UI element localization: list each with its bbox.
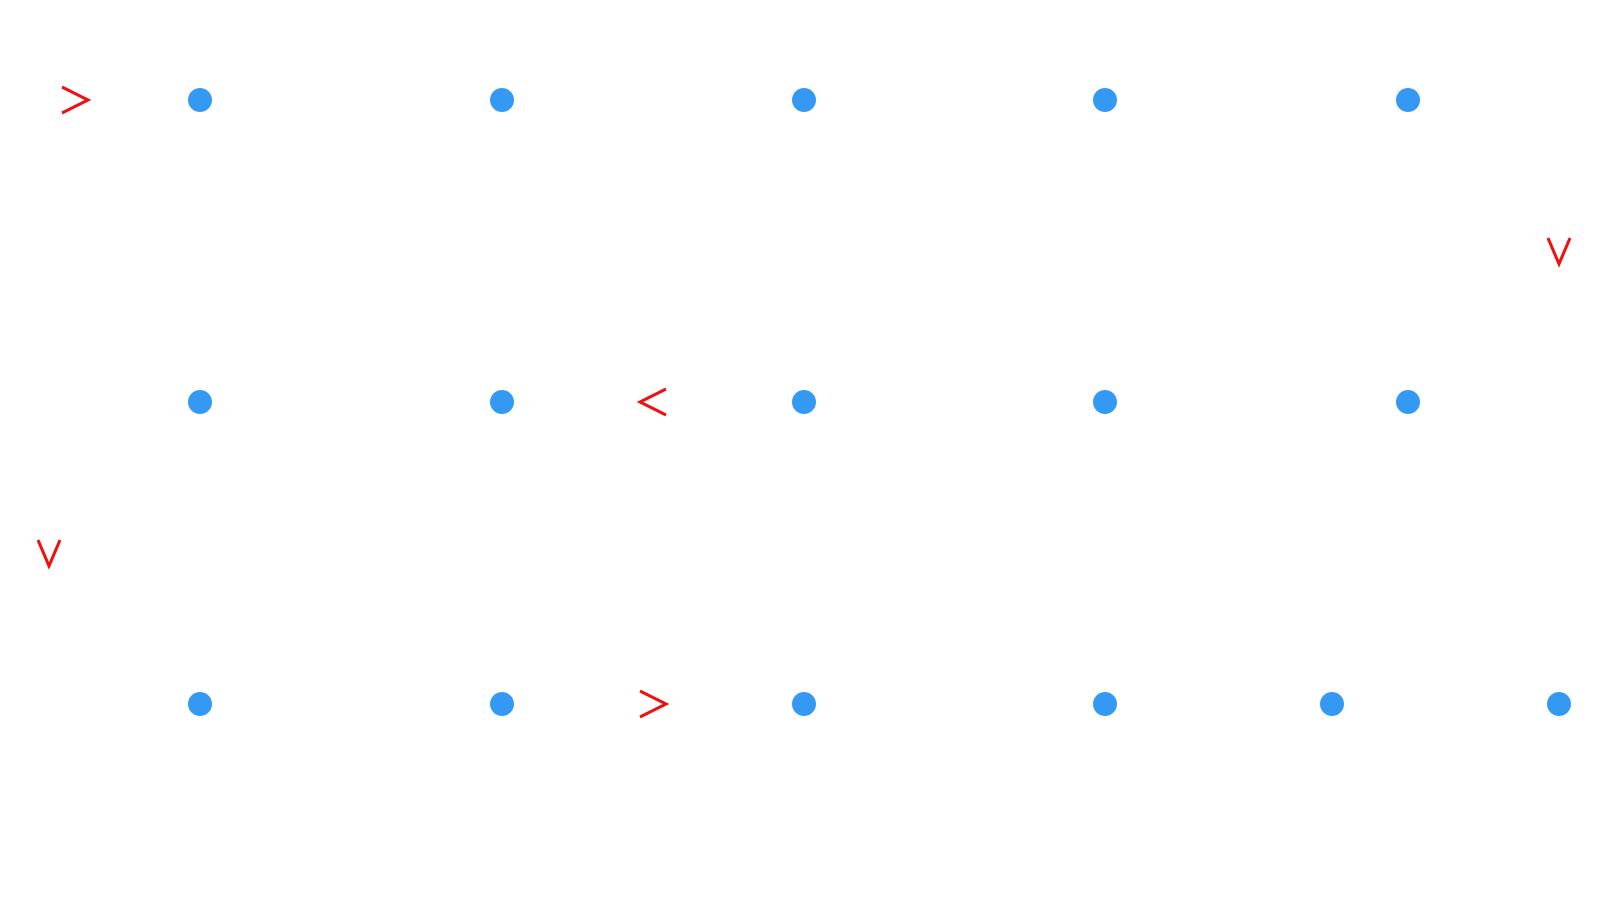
dot-4	[1093, 88, 1117, 112]
dot-16	[1547, 692, 1571, 716]
chevron-right-icon	[639, 689, 670, 719]
chevron-down-icon	[36, 539, 62, 570]
arrows-layer	[36, 85, 1572, 719]
dot-8	[792, 390, 816, 414]
dot-11	[188, 692, 212, 716]
dot-5	[1396, 88, 1420, 112]
dot-14	[1093, 692, 1117, 716]
dot-12	[490, 692, 514, 716]
chevron-down-icon	[1546, 237, 1572, 268]
dot-3	[792, 88, 816, 112]
chevron-left-icon	[636, 387, 667, 417]
dot-2	[490, 88, 514, 112]
dot-7	[490, 390, 514, 414]
dot-1	[188, 88, 212, 112]
dot-10	[1396, 390, 1420, 414]
dot-6	[188, 390, 212, 414]
dot-15	[1320, 692, 1344, 716]
dots-layer	[188, 88, 1571, 716]
dot-9	[1093, 390, 1117, 414]
dot-13	[792, 692, 816, 716]
chevron-right-icon	[61, 85, 92, 115]
